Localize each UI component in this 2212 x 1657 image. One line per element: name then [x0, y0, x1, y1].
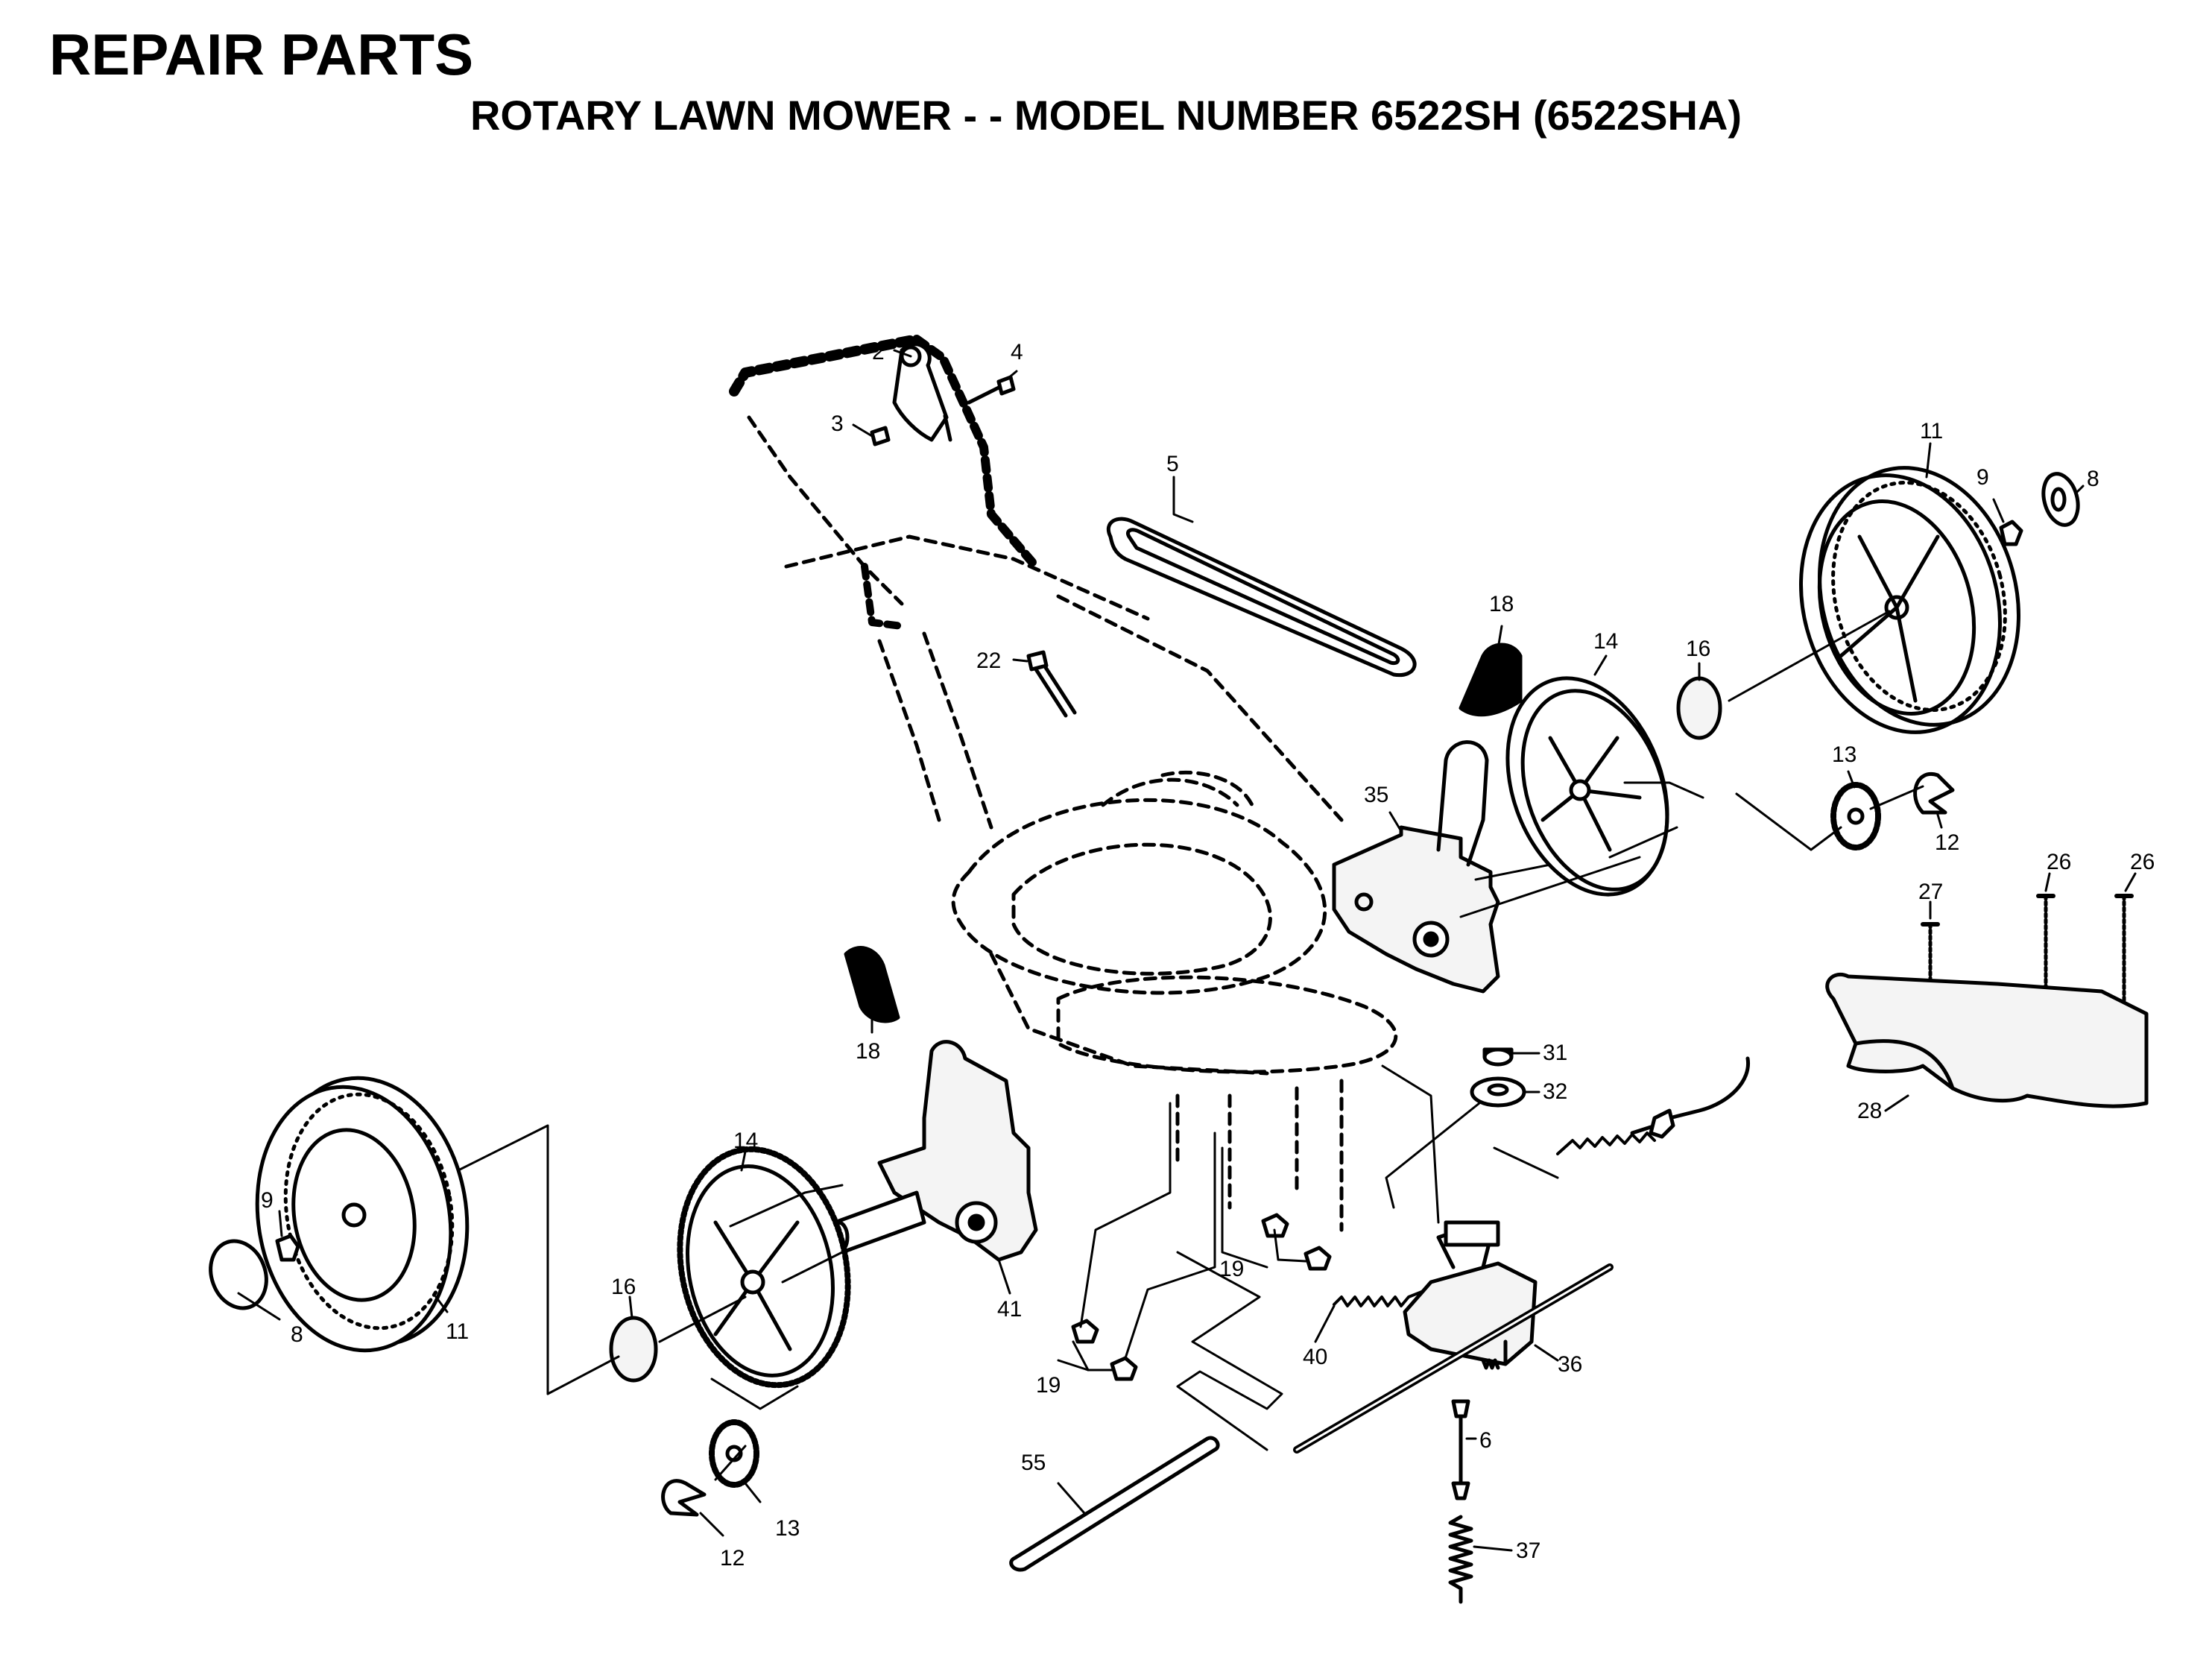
page-title: REPAIR PARTS [49, 22, 474, 87]
handle-phantom [729, 334, 1344, 830]
callout-14-right: 14 [1593, 629, 1618, 654]
callout-28: 28 [1857, 1099, 1882, 1123]
deck-phantom [951, 770, 1398, 1232]
hubcap-8-right [2041, 472, 2080, 527]
callout-11-left: 11 [446, 1319, 469, 1344]
callout-27: 27 [1918, 880, 1943, 904]
nut-3 [870, 426, 891, 446]
pulley-32 [1470, 1076, 1526, 1108]
adjuster-bracket-left [827, 1040, 1038, 1262]
wheel-cover-right [1505, 676, 1669, 897]
callout-3: 3 [831, 411, 844, 436]
rear-shield [1825, 972, 2149, 1108]
nut-19-b [1110, 1356, 1138, 1381]
wheel-left [255, 1076, 470, 1353]
callout-5: 5 [1166, 452, 1179, 476]
clip-12-right [1913, 771, 1955, 815]
axle-rod-55 [1009, 1436, 1220, 1572]
drive-belt [1106, 517, 1417, 678]
spring-37 [1448, 1515, 1473, 1604]
spring-40 [1333, 1290, 1425, 1307]
leader-lines [237, 349, 2137, 1552]
bolt-4 [967, 375, 1016, 405]
callout-19-right: 19 [1219, 1257, 1244, 1281]
callout-13-left: 13 [775, 1516, 800, 1541]
callout-12-right: 12 [1935, 830, 1959, 855]
callout-6: 6 [1479, 1428, 1492, 1453]
callout-32: 32 [1543, 1079, 1567, 1104]
callout-37: 37 [1516, 1538, 1540, 1563]
callout-9-left: 9 [261, 1188, 274, 1213]
pin-6 [1451, 1399, 1470, 1500]
callout-9-right: 9 [1976, 465, 1989, 490]
callout-35: 35 [1364, 783, 1388, 807]
callout-26-a: 26 [2047, 850, 2071, 874]
washer-16-left [609, 1316, 658, 1383]
callout-11-right: 11 [1920, 419, 1943, 444]
callout-16-left: 16 [611, 1275, 636, 1299]
callout-18-left: 18 [856, 1039, 880, 1064]
gear-13-left [709, 1419, 759, 1488]
callout-31: 31 [1543, 1041, 1567, 1065]
nut-9-right [1999, 520, 2023, 546]
callout-18-top: 18 [1489, 592, 1514, 616]
page-subtitle: ROTARY LAWN MOWER - - MODEL NUMBER 6522S… [470, 92, 1742, 139]
clip-12-left [661, 1479, 707, 1517]
washer-16-right [1676, 676, 1722, 740]
callout-12-left: 12 [720, 1546, 745, 1571]
pad-18-left [844, 946, 900, 1023]
spring-upper [1556, 1132, 1656, 1155]
callout-19-left: 19 [1036, 1373, 1061, 1398]
wheel-right [1799, 466, 2020, 734]
bolt-22 [1026, 650, 1077, 718]
drive-cable [1630, 1056, 1751, 1139]
handle-bracket [892, 342, 952, 442]
nut-19-c [1261, 1213, 1289, 1238]
callout-22: 22 [976, 648, 1001, 673]
callout-41: 41 [997, 1297, 1022, 1322]
nut-31 [1482, 1047, 1514, 1067]
adjuster-bracket-right [1332, 740, 1500, 994]
nut-19-d [1304, 1246, 1332, 1271]
callout-26-b: 26 [2130, 850, 2155, 874]
callout-40: 40 [1303, 1345, 1327, 1369]
nut-9-left [275, 1234, 300, 1262]
callout-8-left: 8 [291, 1322, 303, 1347]
wheel-cover-left [677, 1146, 851, 1389]
hubcap-8-left [209, 1239, 268, 1310]
callout-16-right: 16 [1686, 637, 1710, 661]
pad-18-right [1459, 643, 1523, 717]
callout-labels: 2 3 4 5 11 9 8 18 14 16 22 35 13 12 27 2… [261, 340, 2155, 1571]
nut-19-a [1071, 1319, 1099, 1344]
callout-4: 4 [1011, 340, 1023, 364]
callout-8-right: 8 [2087, 467, 2099, 491]
callout-55: 55 [1021, 1451, 1046, 1475]
callout-36: 36 [1558, 1352, 1582, 1377]
callout-13-right: 13 [1832, 742, 1856, 767]
transmission [1293, 1220, 1614, 1454]
callout-14-left: 14 [733, 1129, 758, 1153]
gear-13-right [1830, 782, 1881, 850]
callout-2: 2 [872, 340, 885, 364]
